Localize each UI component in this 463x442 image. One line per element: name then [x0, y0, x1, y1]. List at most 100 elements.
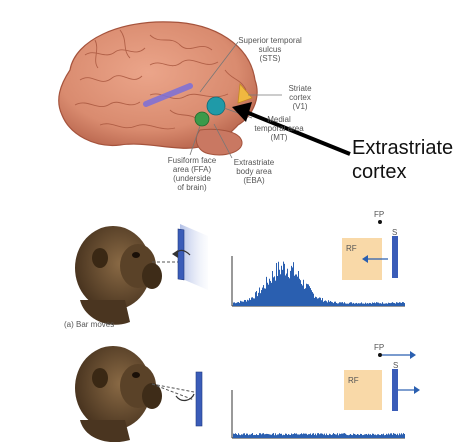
histogram-bin — [262, 433, 263, 438]
histogram-bin — [370, 434, 371, 438]
histogram-bin — [391, 433, 392, 438]
histogram-bin — [242, 434, 243, 438]
histogram-bin — [342, 302, 343, 306]
histogram-bin — [383, 433, 384, 438]
histogram-bin — [234, 302, 235, 306]
histogram-bin — [400, 434, 401, 438]
fixation-point-a — [378, 220, 382, 224]
stimulus-bar-a — [392, 236, 398, 278]
histogram-bin — [304, 433, 305, 438]
histogram-bin — [266, 433, 267, 438]
histogram-bin — [330, 434, 331, 438]
motion-arrowhead-a — [362, 255, 368, 263]
histogram-bin — [309, 434, 310, 438]
histogram-bin — [346, 303, 347, 306]
histogram-bin — [385, 434, 386, 438]
histogram-bin — [303, 279, 304, 306]
histogram-bin — [234, 433, 235, 438]
histogram-bin — [395, 433, 396, 438]
v1-region — [237, 83, 253, 104]
ffa-label-line-4: of brain) — [177, 183, 207, 192]
histogram-bin — [295, 433, 296, 438]
histogram-bin — [388, 302, 389, 306]
histogram-bin — [314, 297, 315, 306]
histogram-bin — [258, 292, 259, 306]
histogram-bin — [295, 274, 296, 306]
fp-label-a: FP — [374, 210, 385, 219]
eye-motion-arrow-b — [175, 393, 195, 402]
histogram-bin — [302, 285, 303, 306]
histogram-bin — [404, 433, 405, 438]
histogram-bin — [332, 302, 333, 306]
histogram-bin — [345, 303, 346, 306]
histogram-bin — [306, 283, 307, 306]
histogram-bin — [238, 433, 239, 438]
sts-label-line-1: Superior temporal — [238, 36, 302, 45]
histogram-bin — [378, 434, 379, 438]
histogram-bin — [321, 433, 322, 438]
histogram-bin — [320, 433, 321, 438]
histogram-bin — [323, 434, 324, 438]
histogram-bin — [283, 261, 284, 306]
histogram-bin — [365, 302, 366, 306]
histogram-bin — [356, 302, 357, 306]
histogram-bin — [381, 434, 382, 438]
histogram-bin — [287, 268, 288, 306]
histogram-bin — [334, 433, 335, 438]
bar-motion-arrowhead-b — [414, 386, 420, 394]
histogram-bin — [306, 433, 307, 438]
histogram-bin — [335, 434, 336, 438]
histogram-bin — [366, 433, 367, 438]
histogram-bin — [352, 435, 353, 438]
histogram-bin — [256, 290, 257, 306]
histogram-bin — [368, 433, 369, 438]
histogram-bin — [324, 433, 325, 438]
mt-label-line-2: temporal area — [254, 124, 304, 133]
histogram-bin — [307, 434, 308, 438]
histogram-bin — [325, 300, 326, 306]
histogram-bin — [392, 302, 393, 306]
striate-label-line-3: (V1) — [292, 102, 308, 111]
histogram-bin — [268, 434, 269, 438]
histogram-bin — [273, 433, 274, 438]
histogram-bin — [264, 288, 265, 306]
histogram-bin — [233, 302, 234, 306]
histogram-bin — [248, 300, 249, 306]
histogram-bin — [389, 303, 390, 306]
histogram-bin — [357, 303, 358, 306]
histogram-bin — [255, 292, 256, 306]
histogram-bin — [387, 303, 388, 306]
histogram-bin — [327, 302, 328, 306]
histogram-bin — [383, 303, 384, 306]
histogram-bin — [250, 434, 251, 438]
histogram-bin — [272, 433, 273, 438]
histogram-bin — [248, 435, 249, 438]
histogram-bin — [237, 434, 238, 438]
histogram-bin — [277, 434, 278, 438]
histogram-bin — [261, 434, 262, 438]
histogram-bin — [236, 302, 237, 306]
histogram-bin — [397, 433, 398, 438]
histogram-bin — [337, 303, 338, 306]
histogram-bin — [246, 433, 247, 438]
histogram-bin — [349, 434, 350, 438]
histogram-bin — [402, 434, 403, 438]
histogram-bin — [307, 284, 308, 306]
histogram-bin — [262, 287, 263, 306]
histogram-bin — [279, 433, 280, 438]
histogram-bin — [323, 301, 324, 306]
histogram-bin — [388, 433, 389, 438]
bar-motion-arrowhead-a — [172, 250, 178, 258]
histogram-bin — [378, 302, 379, 306]
histogram-bin — [294, 433, 295, 438]
histogram-bin — [399, 302, 400, 306]
histogram-bin — [302, 434, 303, 438]
histogram-bin — [310, 288, 311, 306]
histogram-bin — [287, 435, 288, 438]
striate-label: Striate cortex (V1) — [278, 84, 322, 111]
panel-a-caption: (a) Bar moves — [64, 320, 115, 329]
histogram-bin — [299, 278, 300, 306]
histogram-bin — [285, 275, 286, 306]
sts-label: Superior temporal sulcus (STS) — [224, 36, 316, 63]
